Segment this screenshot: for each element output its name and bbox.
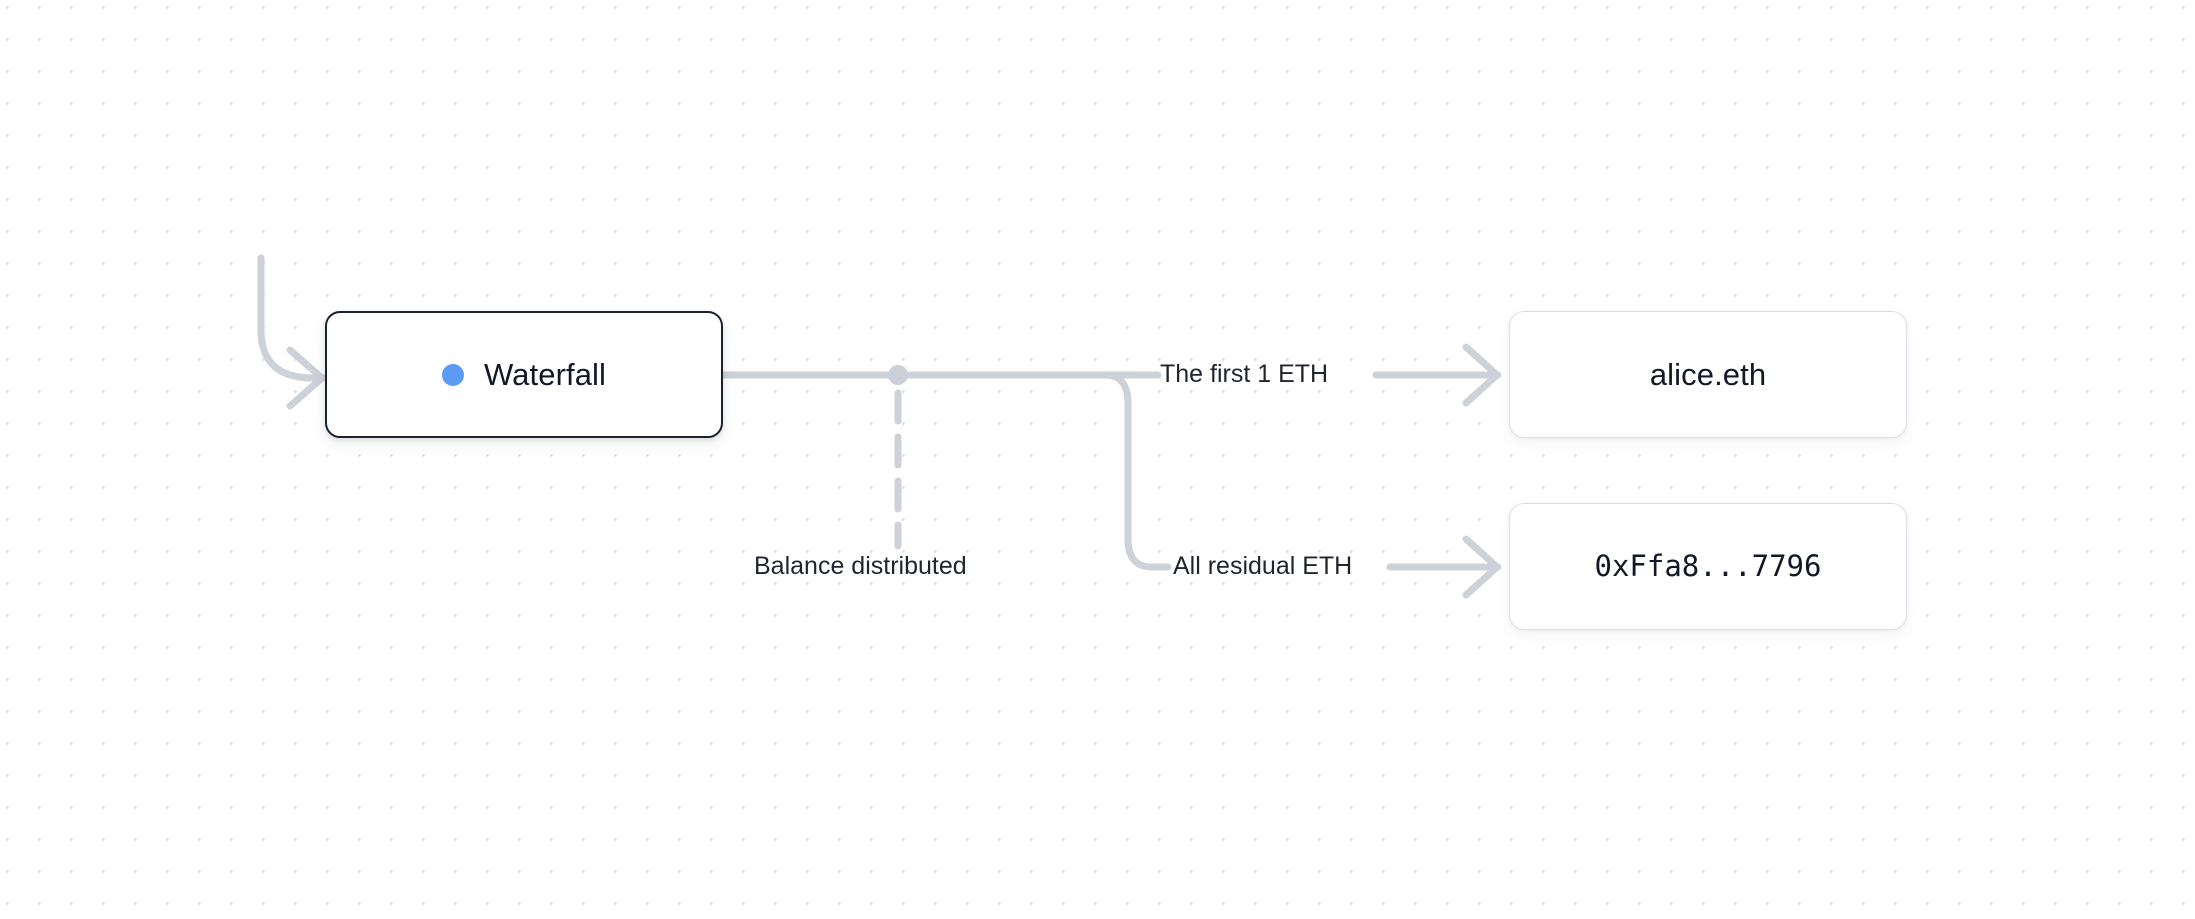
junction-dot[interactable] xyxy=(888,365,908,385)
node-waterfall-label: Waterfall xyxy=(483,357,607,392)
node-recipient-residual[interactable]: 0xFfa8...7796 xyxy=(1509,503,1907,630)
edge-label-first-eth: The first 1 ETH xyxy=(1160,360,1329,388)
edge-incoming xyxy=(257,254,329,410)
blue-status-dot xyxy=(441,363,464,386)
node-waterfall-content: Waterfall xyxy=(441,357,607,392)
node-recipient-alice-label: alice.eth xyxy=(1649,357,1767,392)
node-recipient-residual-label: 0xFfa8...7796 xyxy=(1594,549,1822,583)
edge-label-residual-eth: All residual ETH xyxy=(1173,552,1353,580)
edge-label-balance-distributed: Balance distributed xyxy=(754,552,967,580)
node-waterfall[interactable]: Waterfall xyxy=(325,311,723,438)
node-recipient-alice[interactable]: alice.eth xyxy=(1509,311,1907,438)
